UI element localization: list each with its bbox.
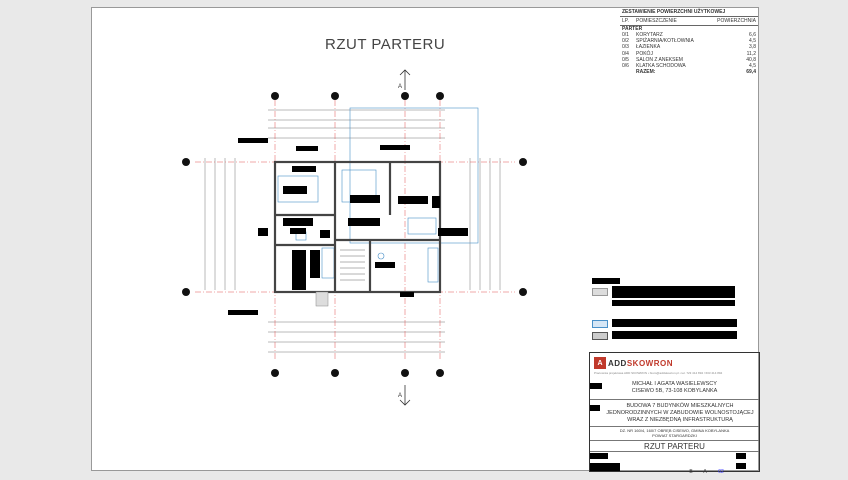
- area-table-row: 0/4 POKÓJ 11,2: [620, 51, 758, 57]
- redaction-block: [736, 453, 746, 459]
- section-marker-bottom: [399, 385, 411, 406]
- row-name: KORYTARZ: [636, 32, 663, 38]
- row-area: 3,8: [749, 44, 756, 51]
- row-name: POKÓJ: [636, 50, 653, 57]
- row-lp: 0/3: [622, 44, 629, 51]
- redaction-block: [590, 463, 620, 471]
- title-block: A ADDSKOWRON Pracownia projektowa ADD SK…: [589, 352, 760, 475]
- row-name: ŁAZIENKA: [636, 44, 661, 51]
- legend-swatch-blue: [592, 320, 608, 328]
- row-area: 4,5: [749, 38, 756, 45]
- investor-info: MICHAŁ I AGATA WASIELEWSCY CISEWO 5B, 73…: [590, 381, 759, 395]
- investor-name: MICHAŁ I AGATA WASIELEWSCY: [632, 381, 717, 387]
- area-table-header: ZESTAWIENIE POWIERZCHNI UŻYTKOWEJ: [620, 8, 758, 17]
- row-lp: 0/2: [622, 38, 629, 45]
- area-table-total: RAZEM: 69,4: [620, 69, 758, 75]
- investor-address: CISEWO 5B, 73-108 KOBYLANKA: [631, 388, 718, 394]
- redaction-block: [612, 331, 737, 339]
- location-line: DZ. NR 160/4, 160/7 OBRĘB CISEWO, GMINA …: [619, 428, 730, 433]
- redaction-block: [590, 383, 602, 389]
- row-lp: 0/4: [622, 50, 629, 57]
- redaction-block: [612, 319, 737, 327]
- dimension-lines: [204, 109, 501, 353]
- drawing-sheet: RZUT PARTERU ZESTAWIENIE POWIERZCHNI UŻY…: [91, 7, 760, 475]
- row-lp: 0/1: [622, 32, 629, 38]
- section-label-bottom: A: [398, 393, 402, 399]
- row-area: 6,6: [749, 32, 756, 38]
- title-block-drawing-title: RZUT PARTERU: [644, 442, 705, 451]
- drawing-title: RZUT PARTERU: [325, 36, 446, 53]
- col-lp: LP.: [622, 18, 629, 24]
- section-marker-top: [399, 69, 411, 90]
- row-area: 40,8: [746, 56, 756, 63]
- area-table-row: 0/6 KLATKA SCHODOWA 4,5: [620, 63, 758, 69]
- project-line: BUDOWA 7 BUDYNKÓW MIESZKALNYCH: [626, 403, 734, 409]
- area-table-row: 0/1 KORYTARZ 6,6: [620, 32, 758, 38]
- row-area: 11,2: [746, 50, 756, 57]
- total-value: 69,4: [746, 69, 756, 76]
- project-info: BUDOWA 7 BUDYNKÓW MIESZKALNYCH JEDNORODZ…: [600, 403, 760, 424]
- axis-markers: [182, 92, 527, 377]
- area-table-row: 0/2 SPIŻARNIA/KOTŁOWNIA 4,5: [620, 38, 758, 44]
- section-label-top: A: [398, 84, 402, 90]
- redaction-block: [590, 405, 600, 411]
- plan-redactions: [228, 138, 468, 315]
- col-room: POMIESZCZENIE: [636, 18, 677, 24]
- logo-mark-icon: A: [594, 357, 606, 369]
- redaction-block: [592, 278, 620, 284]
- legend-swatch-dark: [592, 332, 608, 340]
- col-area: POWIERZCHNIA: [717, 18, 756, 24]
- row-name: KLATKA SCHODOWA: [636, 63, 686, 70]
- row-name: SALON Z ANEKSEM: [636, 56, 683, 63]
- area-table-columns: LP. POMIESZCZENIE POWIERZCHNIA: [620, 17, 758, 26]
- entrance-steps: [315, 291, 329, 307]
- row-lp: 0/6: [622, 63, 629, 70]
- logo-suffix: SKOWRON: [626, 358, 674, 368]
- cell-number: 02: [718, 469, 724, 475]
- company-logo: A ADDSKOWRON: [594, 357, 684, 369]
- legend-swatch-grey: [592, 288, 608, 296]
- stairs: [340, 249, 365, 281]
- logo-prefix: ADD: [608, 358, 627, 368]
- row-area: 4,5: [749, 63, 756, 70]
- redaction-block: [590, 453, 608, 459]
- location-info: DZ. NR 160/4, 160/7 OBRĘB CISEWO, GMINA …: [590, 428, 759, 438]
- total-label: RAZEM:: [636, 69, 656, 76]
- redaction-block: [612, 286, 735, 298]
- area-table-row: 0/5 SALON Z ANEKSEM 40,8: [620, 57, 758, 63]
- project-line: JEDNORODZINNYCH W ZABUDOWIE WOLNOSTOJĄCE…: [606, 410, 754, 416]
- cell-sheet: B: [689, 469, 693, 475]
- redaction-block: [736, 463, 746, 469]
- row-name: SPIŻARNIA/KOTŁOWNIA: [636, 38, 694, 45]
- redaction-block: [612, 300, 735, 306]
- area-table-section: PARTER: [622, 26, 643, 32]
- area-table-row: 0/3 ŁAZIENKA 3,8: [620, 44, 758, 50]
- area-table: ZESTAWIENIE POWIERZCHNI UŻYTKOWEJ LP. PO…: [620, 8, 758, 75]
- location-line: POWIAT STARGARDZKI: [652, 433, 697, 438]
- walls: [273, 160, 442, 294]
- project-line: WRAZ Z NIEZBĘDNĄ INFRASTRUKTURĄ: [627, 417, 733, 423]
- cell-format: A: [703, 469, 707, 475]
- company-contact: Pracownia projektowa ADD SKOWRON • biuro…: [594, 371, 723, 375]
- row-lp: 0/5: [622, 56, 629, 63]
